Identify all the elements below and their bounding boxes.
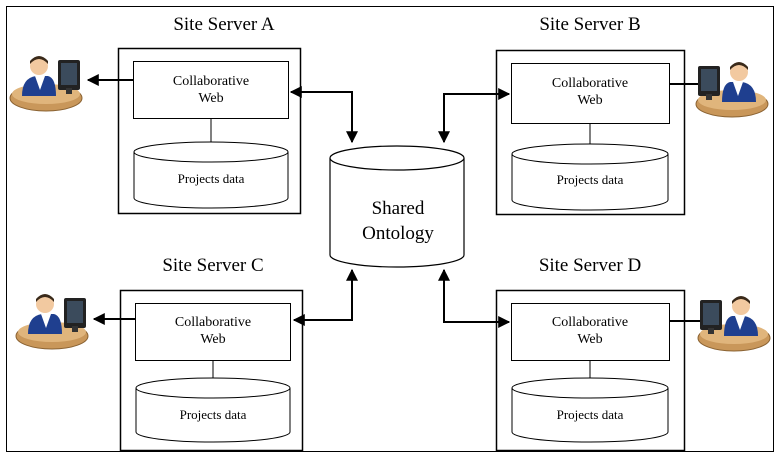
user-d-icon [697, 295, 771, 352]
server-b-web-line1: Collaborative [552, 76, 628, 91]
user-b-icon [695, 61, 769, 118]
server-d-web-line2: Web [577, 332, 602, 347]
connector-a-ontology [289, 86, 358, 144]
connector-d-ontology [438, 268, 511, 328]
server-d-title: Site Server D [539, 255, 641, 276]
server-d-web-box [511, 303, 670, 361]
server-d-web-line1: Collaborative [552, 315, 628, 330]
connector-b-ontology [438, 88, 511, 144]
server-d-database-icon [511, 377, 669, 443]
server-c-web-line2: Web [200, 332, 225, 347]
user-a-icon [9, 55, 83, 112]
server-c-web-line1: Collaborative [175, 315, 251, 330]
server-a-database-icon [133, 141, 289, 209]
server-b-web-line2: Web [577, 93, 602, 108]
server-c-box [119, 289, 304, 452]
server-b-web-box [511, 63, 670, 124]
server-a-db-label: Projects data [178, 171, 245, 186]
server-d-db-label: Projects data [557, 407, 624, 422]
server-a-title: Site Server A [173, 14, 275, 35]
server-c-database-icon [135, 377, 291, 443]
user-c-icon [15, 293, 89, 350]
server-a-web-box [133, 61, 289, 119]
server-b-database-icon [511, 143, 669, 211]
server-c-db-label: Projects data [180, 407, 247, 422]
outer-frame [6, 6, 774, 452]
ontology-line1: Shared [372, 198, 425, 219]
ontology-line2: Ontology [362, 223, 434, 244]
server-d-box [495, 289, 686, 452]
server-b-db-label: Projects data [557, 172, 624, 187]
connector-c-ontology [292, 268, 358, 326]
server-b-title: Site Server B [539, 14, 640, 35]
server-c-title: Site Server C [162, 255, 263, 276]
server-c-web-box [135, 303, 291, 361]
shared-ontology-database-icon [329, 145, 465, 268]
server-a-web-line1: Collaborative [173, 74, 249, 89]
server-a-web-line2: Web [198, 91, 223, 106]
